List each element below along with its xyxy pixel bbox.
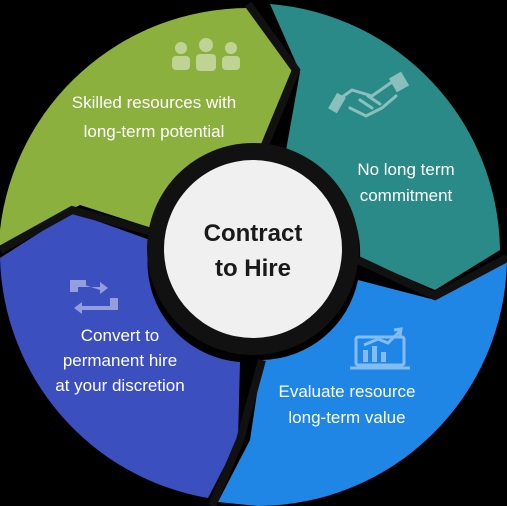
convert-permanent-label-line1: Convert to [81, 326, 159, 345]
no-commitment-label-line2: commitment [360, 186, 453, 205]
segment-no-commitment [270, 4, 500, 290]
swap-arrows-icon [70, 280, 118, 314]
center-title-line1: Contract [204, 220, 303, 247]
center-title-line2: to Hire [215, 255, 291, 282]
handshake-icon [328, 71, 410, 118]
skilled-resources-label-line1: Skilled resources with [72, 93, 236, 112]
no-commitment-label-line1: No long term [357, 160, 454, 179]
segment-skilled-resources [0, 8, 296, 246]
skilled-resources-label-line2: long-term potential [84, 122, 225, 141]
convert-permanent-label-line2: permanent hire [63, 351, 177, 370]
segment-convert-permanent [0, 212, 240, 498]
segment-evaluate-resource [218, 262, 507, 506]
center-circle [164, 160, 342, 338]
evaluate-resource-label-line1: Evaluate resource [278, 382, 415, 401]
convert-permanent-label-line3: at your discretion [55, 376, 184, 395]
evaluate-resource-label-line2: long-term value [288, 408, 405, 427]
analytics-monitor-icon [350, 327, 410, 370]
team-icon [172, 38, 240, 71]
